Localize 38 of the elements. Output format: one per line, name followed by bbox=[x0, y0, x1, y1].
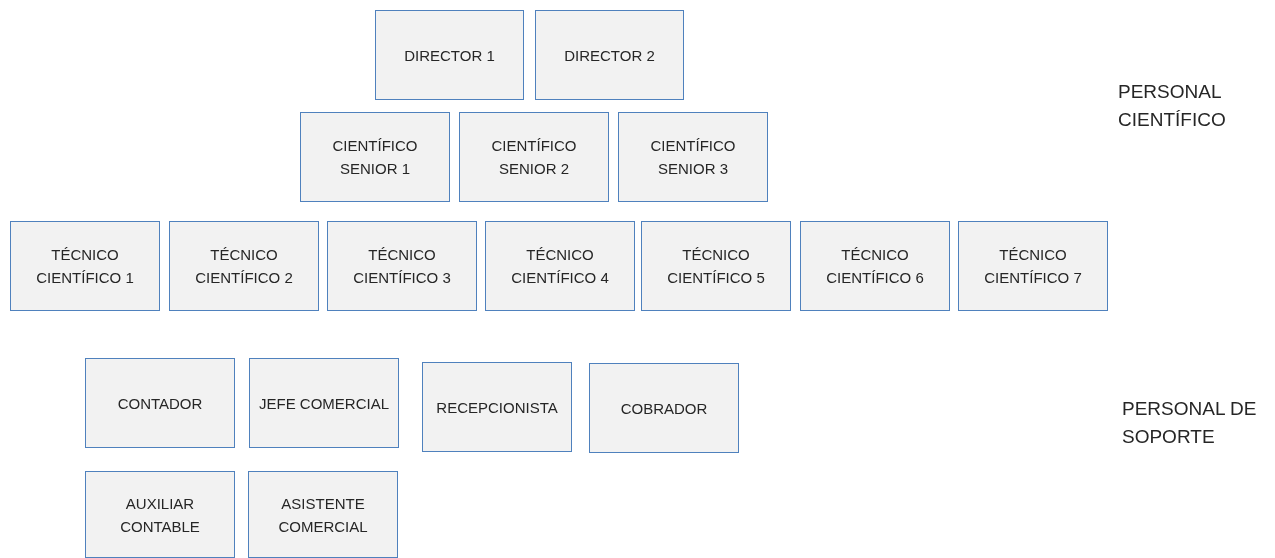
role-title: RECEPCIONISTA bbox=[435, 397, 559, 418]
role-box bbox=[800, 221, 950, 311]
role-box bbox=[375, 10, 524, 100]
role-box bbox=[641, 221, 791, 311]
role-title: TÉCNICO CIENTÍFICO 7 bbox=[983, 245, 1083, 288]
group-label: PERSONAL CIENTÍFICO bbox=[1118, 80, 1227, 132]
role-box bbox=[589, 363, 739, 453]
role-title: CONTADOR bbox=[116, 393, 204, 414]
role-box bbox=[10, 221, 160, 311]
role-box bbox=[485, 221, 635, 311]
role-box bbox=[300, 112, 450, 202]
role-title: DIRECTOR 1 bbox=[403, 45, 496, 66]
role-title: CIENTÍFICO SENIOR 3 bbox=[649, 136, 737, 179]
role-title: DIRECTOR 2 bbox=[563, 45, 656, 66]
role-box bbox=[422, 362, 572, 452]
role-title: TÉCNICO CIENTÍFICO 2 bbox=[194, 245, 294, 288]
role-title: ASISTENTE COMERCIAL bbox=[277, 493, 369, 537]
role-title: TÉCNICO CIENTÍFICO 3 bbox=[352, 245, 452, 288]
role-box bbox=[958, 221, 1108, 311]
role-title: TÉCNICO CIENTÍFICO 6 bbox=[825, 245, 925, 288]
group-label: PERSONAL DE SOPORTE bbox=[1122, 397, 1258, 449]
role-title: TÉCNICO CIENTÍFICO 4 bbox=[510, 245, 610, 288]
role-box bbox=[85, 471, 235, 558]
role-title: TÉCNICO CIENTÍFICO 1 bbox=[35, 245, 135, 288]
role-box bbox=[248, 471, 398, 558]
role-box bbox=[169, 221, 319, 311]
role-box bbox=[535, 10, 684, 100]
role-box bbox=[327, 221, 477, 311]
role-title: CIENTÍFICO SENIOR 1 bbox=[331, 136, 419, 179]
role-box bbox=[85, 358, 235, 448]
role-box bbox=[459, 112, 609, 202]
role-box bbox=[249, 358, 399, 448]
role-title: COBRADOR bbox=[619, 398, 709, 419]
role-title: CIENTÍFICO SENIOR 2 bbox=[490, 136, 578, 179]
role-title: AUXILIAR CONTABLE bbox=[119, 493, 201, 537]
role-box bbox=[618, 112, 768, 202]
role-title: TÉCNICO CIENTÍFICO 5 bbox=[666, 245, 766, 288]
role-title: JEFE COMERCIAL bbox=[258, 393, 390, 414]
